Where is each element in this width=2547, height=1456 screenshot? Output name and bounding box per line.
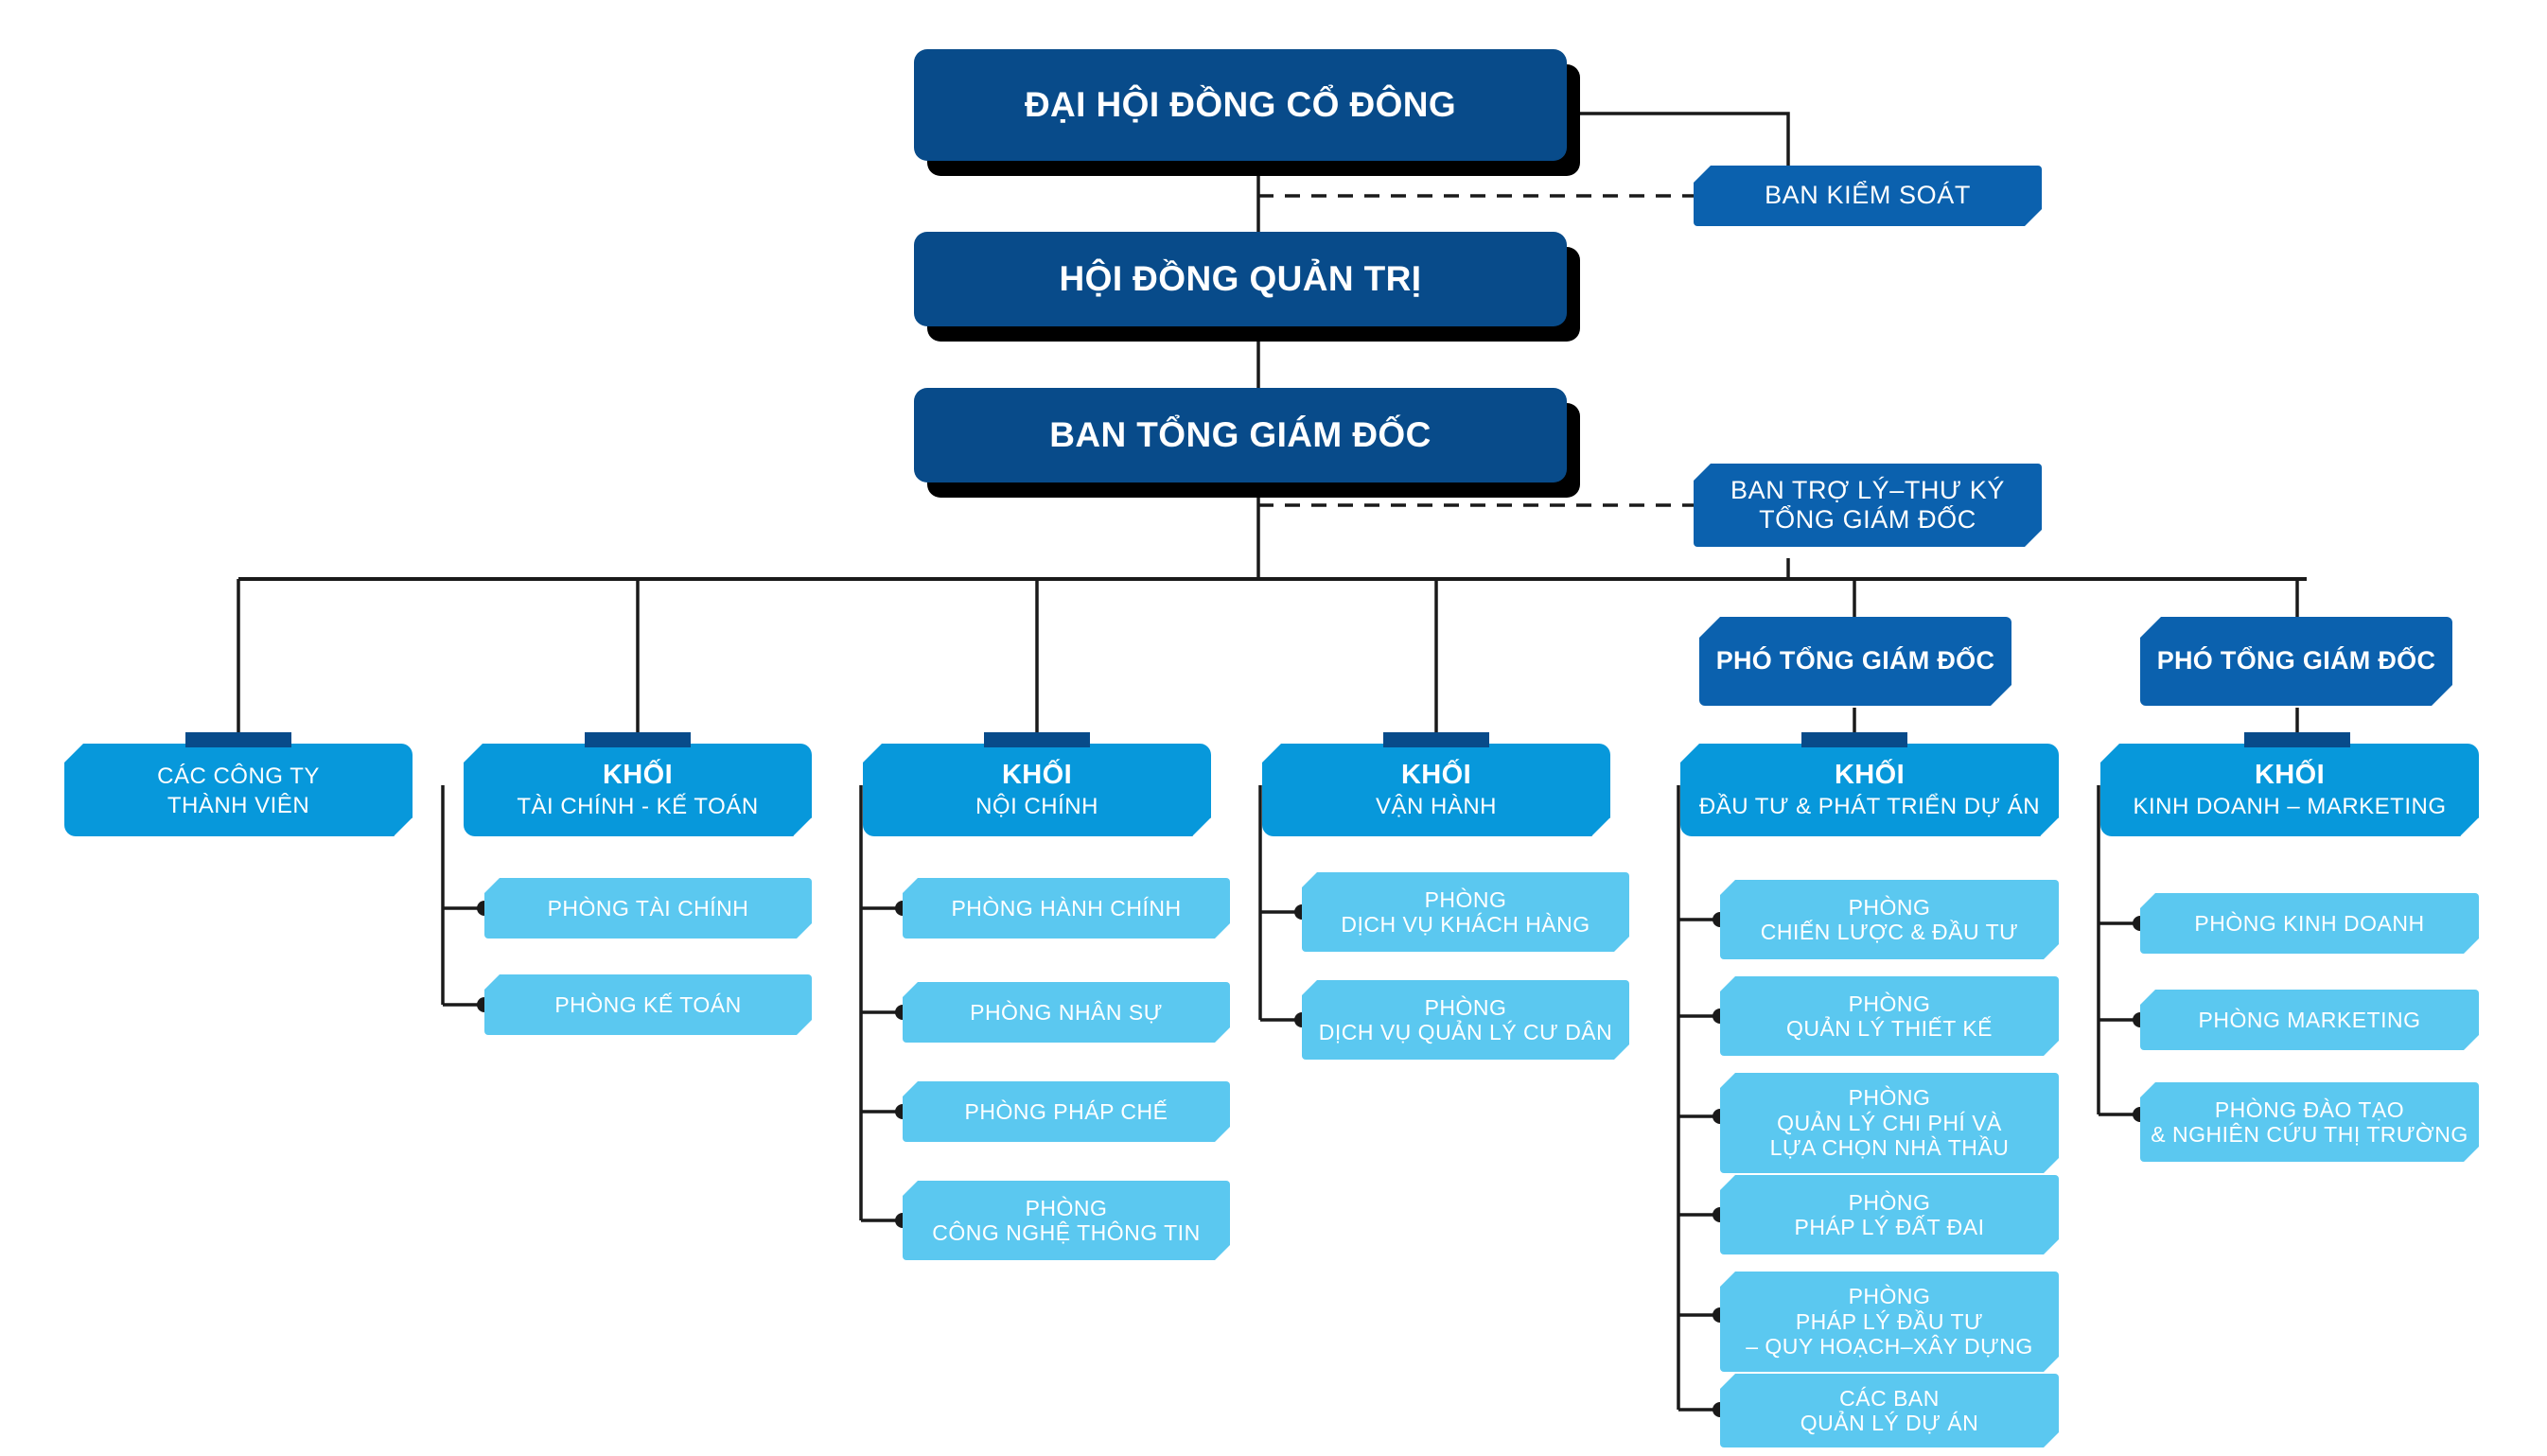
node-executive-board[interactable]: BAN TỔNG GIÁM ĐỐC — [914, 388, 1567, 482]
dept-human-resources[interactable]: PHÒNG NHÂN SỰ — [903, 982, 1230, 1043]
division-tab-0 — [185, 732, 291, 747]
dept-finance[interactable]: PHÒNG TÀI CHÍNH — [484, 878, 812, 939]
division-title-4: KHỐI — [1834, 760, 1906, 791]
division-subtitle-2: NỘI CHÍNH — [975, 794, 1098, 820]
dept-marketing[interactable]: PHÒNG MARKETING — [2140, 990, 2479, 1050]
node-board-of-directors[interactable]: HỘI ĐỒNG QUẢN TRỊ — [914, 232, 1567, 326]
division-subtitle-1: TÀI CHÍNH - KẾ TOÁN — [517, 794, 759, 820]
dept-training-market-research[interactable]: PHÒNG ĐÀO TẠO & NGHIÊN CỨU THỊ TRƯỜNG — [2140, 1082, 2479, 1162]
dept-design-management[interactable]: PHÒNG QUẢN LÝ THIẾT KẾ — [1720, 976, 2059, 1056]
division-title-0: CÁC CÔNG TY — [157, 763, 320, 790]
division-finance-accounting[interactable]: KHỐI TÀI CHÍNH - KẾ TOÁN — [464, 744, 812, 836]
division-title-5: KHỐI — [2254, 760, 2326, 791]
division-subtitle-4: ĐẦU TƯ & PHÁT TRIỂN DỰ ÁN — [1698, 794, 2041, 820]
node-supervisory-board[interactable]: BAN KIỂM SOÁT — [1694, 166, 2042, 226]
node-deputy-general-director-1[interactable]: PHÓ TỔNG GIÁM ĐỐC — [1699, 617, 2011, 706]
division-tab-1 — [585, 732, 691, 747]
division-subtitle-3: VẬN HÀNH — [1375, 794, 1498, 820]
dept-cost-control-contractor-selection[interactable]: PHÒNG QUẢN LÝ CHI PHÍ VÀ LỰA CHỌN NHÀ TH… — [1720, 1073, 2059, 1173]
division-subtitle-5: KINH DOANH – MARKETING — [2133, 794, 2447, 820]
dept-accounting[interactable]: PHÒNG KẾ TOÁN — [484, 974, 812, 1035]
division-investment-project-development[interactable]: KHỐI ĐẦU TƯ & PHÁT TRIỂN DỰ ÁN — [1680, 744, 2059, 836]
division-title-1: KHỐI — [602, 760, 674, 791]
division-tab-3 — [1383, 732, 1489, 747]
division-tab-5 — [2244, 732, 2350, 747]
dept-legal-compliance[interactable]: PHÒNG PHÁP CHẾ — [903, 1081, 1230, 1142]
division-tab-4 — [1801, 732, 1907, 747]
dept-administration[interactable]: PHÒNG HÀNH CHÍNH — [903, 878, 1230, 939]
division-subtitle-0: THÀNH VIÊN — [167, 793, 310, 818]
node-deputy-general-director-2[interactable]: PHÓ TỔNG GIÁM ĐỐC — [2140, 617, 2452, 706]
dept-resident-management-service[interactable]: PHÒNG DỊCH VỤ QUẢN LÝ CƯ DÂN — [1302, 980, 1629, 1060]
dept-project-management-boards[interactable]: CÁC BAN QUẢN LÝ DỰ ÁN — [1720, 1374, 2059, 1447]
division-internal-affairs[interactable]: KHỐI NỘI CHÍNH — [863, 744, 1211, 836]
dept-customer-service[interactable]: PHÒNG DỊCH VỤ KHÁCH HÀNG — [1302, 872, 1629, 952]
dept-investment-planning-construction-legal[interactable]: PHÒNG PHÁP LÝ ĐẦU TƯ – QUY HOẠCH–XÂY DỰN… — [1720, 1272, 2059, 1372]
node-shareholders-meeting[interactable]: ĐẠI HỘI ĐỒNG CỔ ĐÔNG — [914, 49, 1567, 161]
division-sales-marketing[interactable]: KHỐI KINH DOANH – MARKETING — [2100, 744, 2479, 836]
node-assistant-secretary-office[interactable]: BAN TRỢ LÝ–THƯ KÝ TỔNG GIÁM ĐỐC — [1694, 464, 2042, 547]
division-tab-2 — [984, 732, 1090, 747]
dept-land-legal[interactable]: PHÒNG PHÁP LÝ ĐẤT ĐAI — [1720, 1175, 2059, 1254]
division-operations[interactable]: KHỐI VẬN HÀNH — [1262, 744, 1610, 836]
dept-sales[interactable]: PHÒNG KINH DOANH — [2140, 893, 2479, 954]
dept-information-technology[interactable]: PHÒNG CÔNG NGHỆ THÔNG TIN — [903, 1181, 1230, 1260]
division-member-companies[interactable]: CÁC CÔNG TY THÀNH VIÊN — [64, 744, 413, 836]
division-title-2: KHỐI — [1001, 760, 1073, 791]
division-title-3: KHỐI — [1400, 760, 1472, 791]
dept-strategy-investment[interactable]: PHÒNG CHIẾN LƯỢC & ĐẦU TƯ — [1720, 880, 2059, 959]
